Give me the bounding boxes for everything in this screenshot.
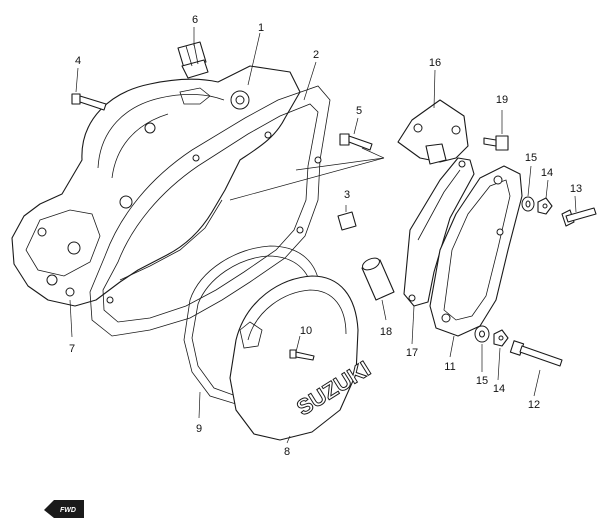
callout-15-upper: 15 <box>525 152 537 164</box>
callout-2: 2 <box>313 49 319 61</box>
callout-19: 19 <box>496 94 508 106</box>
callout-6: 6 <box>192 14 198 26</box>
cover-gasket <box>89 85 331 337</box>
callout-1: 1 <box>258 22 264 34</box>
callout-12: 12 <box>528 399 540 411</box>
callout-7: 7 <box>69 343 75 355</box>
callout-3: 3 <box>344 189 350 201</box>
callout-10: 10 <box>300 325 312 337</box>
callout-17: 17 <box>406 347 418 359</box>
guide-plate-17 <box>403 157 475 307</box>
screw-10 <box>289 349 315 361</box>
bolt-4 <box>71 93 107 111</box>
callout-14-lower: 14 <box>493 383 505 395</box>
washer-15-upper <box>521 196 535 212</box>
nut-14-upper <box>537 197 553 215</box>
callout-13: 13 <box>570 183 582 195</box>
spacer-18 <box>361 257 395 301</box>
bolt-13 <box>561 207 597 227</box>
cover-plate-11 <box>429 165 523 337</box>
nut-14-lower <box>493 329 509 347</box>
callout-11: 11 <box>444 361 455 373</box>
bracket-16 <box>397 99 469 165</box>
leader-lines <box>69 27 577 444</box>
dowel-pin-3 <box>337 211 357 231</box>
washer-15-lower <box>474 325 490 343</box>
clutch-cover <box>11 65 301 307</box>
callout-14-upper: 14 <box>541 167 553 179</box>
filler-cap <box>177 41 209 79</box>
callout-8: 8 <box>284 446 290 458</box>
callout-16: 16 <box>429 57 441 69</box>
callout-15-lower: 15 <box>476 375 488 387</box>
fwd-label: FWD <box>60 507 76 514</box>
bolt-5 <box>339 133 373 151</box>
fwd-direction-badge: FWD <box>44 500 84 518</box>
callout-4: 4 <box>75 55 81 67</box>
callout-9: 9 <box>196 423 202 435</box>
callout-5: 5 <box>356 105 362 117</box>
callouts: 1 2 3 4 5 6 7 8 9 10 11 12 13 14 14 15 1… <box>69 14 582 458</box>
bolt-19 <box>483 135 509 151</box>
callout-18: 18 <box>380 326 392 338</box>
bolt-12 <box>509 340 563 367</box>
